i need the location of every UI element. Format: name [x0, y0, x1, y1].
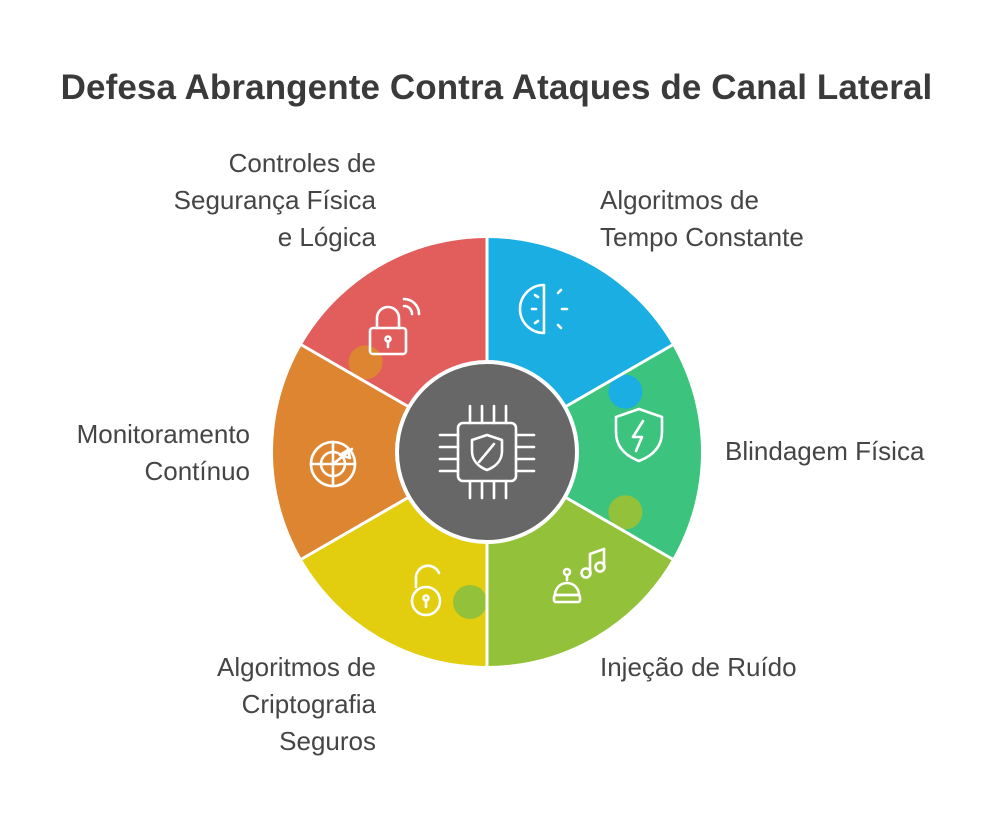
label-line: Algoritmos de — [217, 652, 376, 682]
half-circle-timer-icon — [518, 283, 569, 335]
puzzle-tab — [608, 374, 643, 409]
label-line: Controles de — [228, 148, 376, 178]
robot-music-note-icon — [552, 547, 606, 604]
label-line: Seguros — [279, 726, 376, 756]
piece-monitoring — [273, 345, 487, 559]
label-line: Monitoramento — [76, 419, 250, 449]
label-line: Segurança Física — [173, 185, 376, 215]
label-line: Blindagem Física — [725, 436, 925, 466]
open-padlock-icon — [410, 564, 442, 617]
piece-physical-shielding — [487, 345, 701, 559]
puzzle-tab — [348, 524, 383, 559]
label-secure-crypto-algorithms: Algoritmos de Criptografia Seguros — [217, 649, 376, 760]
label-constant-time-algorithms: Algoritmos de Tempo Constante — [600, 182, 804, 256]
shield-lightning-icon — [614, 407, 664, 463]
label-line: Tempo Constante — [600, 222, 804, 252]
label-noise-injection: Injeção de Ruído — [600, 649, 797, 686]
label-line: Criptografia — [241, 689, 376, 719]
puzzle-tab — [453, 285, 487, 319]
label-line: Algoritmos de — [600, 185, 759, 215]
label-security-controls: Controles de Segurança Física e Lógica — [174, 145, 376, 256]
label-continuous-monitoring: Monitoramento Contínuo — [77, 416, 250, 490]
radar-icon — [309, 440, 357, 488]
puzzle-tab — [608, 495, 643, 530]
piece-divider — [299, 342, 410, 409]
piece-divider — [299, 495, 410, 562]
label-physical-shielding: Blindagem Física — [725, 433, 924, 470]
diagram-title: Defesa Abrangente Contra Ataques de Cana… — [60, 68, 933, 107]
piece-divider — [564, 495, 675, 562]
piece-divider — [564, 342, 675, 409]
piece-dividers — [299, 236, 675, 668]
label-line: Contínuo — [144, 456, 250, 486]
label-line: e Lógica — [277, 222, 376, 252]
padlock-wireless-icon — [368, 297, 421, 356]
chip-shield-icon — [438, 404, 536, 500]
puzzle-tab — [453, 585, 487, 619]
label-line: Injeção de Ruído — [600, 652, 797, 682]
